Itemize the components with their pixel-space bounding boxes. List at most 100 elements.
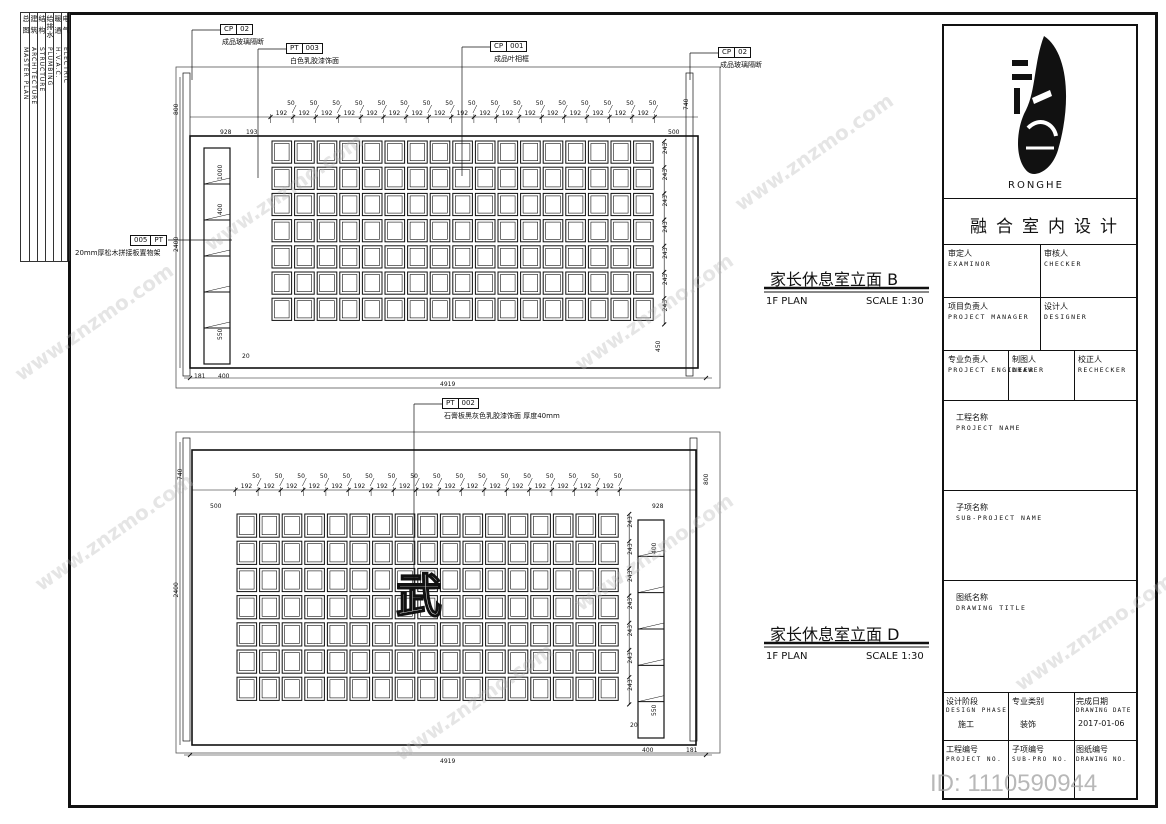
dim-row: 243 — [662, 221, 669, 233]
photo-frame — [587, 140, 609, 164]
photo-frame-inner — [296, 143, 313, 162]
photo-frame — [271, 219, 293, 243]
photo-frame-inner — [387, 274, 403, 293]
photo-frame — [417, 649, 438, 674]
discipline-cn: 电 气 — [62, 15, 70, 35]
photo-frame — [598, 513, 619, 538]
photo-frame-inner — [387, 248, 403, 266]
photo-frame-inner — [329, 597, 345, 617]
note-glass-partition-left: 成品玻璃隔断 — [222, 38, 264, 46]
designer-label: 设计人 — [1044, 302, 1068, 311]
dim-cell: 192 — [524, 110, 536, 117]
photo-frame-inner — [590, 143, 606, 162]
photo-frame-inner — [284, 570, 300, 590]
dim-row: 243 — [662, 142, 669, 154]
photo-frame — [610, 140, 632, 164]
photo-frame-inner — [600, 543, 616, 563]
note-gypsum-board: 石膏板黑灰色乳胶漆饰面 厚度40mm — [444, 412, 560, 420]
photo-frame-inner — [578, 516, 594, 536]
photo-frame-inner — [545, 195, 561, 214]
photo-frame-inner — [419, 543, 436, 563]
dim-row: 243 — [662, 195, 669, 207]
photo-frame-inner — [555, 679, 571, 699]
dim-row: 243 — [662, 300, 669, 312]
photo-frame — [485, 649, 506, 674]
photo-frame — [429, 271, 451, 295]
photo-frame — [429, 140, 451, 164]
photo-frame-inner — [274, 221, 290, 240]
wall-outline — [191, 449, 697, 746]
photo-frame-inner — [532, 516, 549, 536]
photo-frame — [271, 245, 293, 269]
dim-row: 243 — [627, 516, 634, 528]
photo-frame — [552, 649, 574, 674]
photo-frame — [394, 540, 416, 565]
photo-frame — [236, 513, 258, 538]
photo-frame-inner — [364, 195, 380, 214]
photo-frame-inner — [635, 300, 651, 319]
photo-frame-inner — [500, 300, 516, 319]
photo-frame-inner — [600, 516, 616, 536]
dim-leader — [369, 477, 375, 487]
view-d-title: 家长休息室立面 D — [770, 625, 900, 644]
photo-frame-inner — [274, 274, 290, 293]
photo-frame — [485, 622, 506, 647]
photo-frame-inner — [442, 624, 458, 644]
photo-frame-inner — [522, 274, 538, 293]
photo-frame-inner — [545, 169, 561, 188]
photo-frame-inner — [352, 624, 368, 644]
photo-frame — [633, 297, 654, 321]
photo-frame-inner — [545, 221, 561, 240]
dim-gap: 50 — [478, 473, 486, 480]
note-white-paint: 白色乳胶漆饰面 — [290, 57, 339, 65]
photo-frame-inner — [319, 274, 335, 293]
photo-frame-inner — [352, 679, 368, 699]
photo-frame-inner — [341, 143, 358, 162]
photo-frame-inner — [545, 274, 561, 293]
photo-frame-inner — [487, 543, 504, 563]
photo-frame-inner — [352, 652, 368, 672]
dim-cell: 192 — [422, 483, 434, 490]
photo-frame — [417, 622, 438, 647]
dim-leader — [608, 104, 613, 114]
photo-frame-inner — [319, 221, 335, 240]
photo-frame — [429, 192, 451, 217]
photo-frame-inner — [454, 221, 471, 240]
photo-frame-inner — [409, 221, 426, 240]
photo-frame — [565, 245, 586, 269]
sub-no-en: SUB-PRO NO. — [1012, 756, 1069, 763]
photo-frame — [372, 649, 393, 674]
dim-cell: 192 — [637, 110, 649, 117]
photo-frame-inner — [555, 543, 571, 563]
photo-frame — [281, 513, 303, 538]
photo-frame-inner — [590, 300, 606, 319]
photo-frame — [520, 245, 541, 269]
dim-gap: 50 — [275, 473, 283, 480]
photo-frame — [394, 622, 416, 647]
photo-frame — [326, 595, 348, 620]
photo-frame — [565, 166, 586, 190]
photo-frame — [339, 219, 360, 243]
photo-frame-inner — [545, 248, 561, 266]
dim-cell: 192 — [615, 110, 627, 117]
photo-frame — [339, 140, 360, 164]
photo-frame — [384, 297, 406, 321]
photo-frame-inner — [477, 248, 493, 266]
photo-frame-inner — [387, 195, 403, 214]
photo-frame-inner — [274, 195, 290, 214]
photo-frame-inner — [284, 543, 300, 563]
photo-frame-inner — [296, 195, 313, 214]
dim-cell: 192 — [479, 110, 491, 117]
dim-cell: 192 — [389, 110, 401, 117]
dim-gap: 50 — [626, 100, 634, 107]
dim-row: 243 — [627, 543, 634, 555]
photo-frame-inner — [374, 652, 391, 672]
photo-frame-inner — [432, 274, 448, 293]
photo-frame-inner — [454, 248, 471, 266]
shelf-bracket — [637, 695, 665, 702]
photo-frame-inner — [274, 143, 290, 162]
photo-frame-inner — [442, 679, 458, 699]
